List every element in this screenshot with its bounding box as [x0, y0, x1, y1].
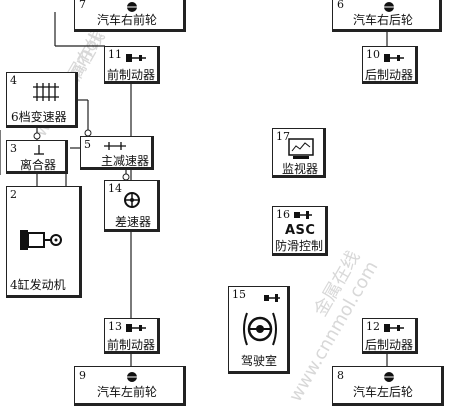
clutch-icon	[34, 145, 44, 155]
gearbox-icon	[33, 83, 59, 101]
block-number: 6	[337, 0, 344, 11]
wheel-icon	[384, 2, 394, 12]
block-monitor[interactable]: 17 监视器	[272, 128, 326, 178]
block-clutch[interactable]: 3 离合器	[6, 140, 68, 174]
block-front-brake-13[interactable]: 13 前制动器	[104, 318, 160, 354]
block-rear-brake-12[interactable]: 12 后制动器	[362, 318, 418, 354]
brake-icon	[264, 294, 280, 302]
brake-icon	[384, 54, 404, 62]
engine-icon	[20, 230, 62, 250]
block-label: 监视器	[282, 162, 319, 176]
block-left-front-wheel[interactable]: 9 汽车左前轮	[74, 366, 186, 406]
monitor-icon	[288, 138, 314, 159]
block-number: 4	[10, 74, 17, 87]
steering-wheel-icon	[243, 312, 277, 346]
block-number: 3	[10, 142, 17, 155]
block-number: 15	[232, 288, 246, 301]
block-number: 5	[84, 138, 91, 151]
block-label: 4缸发动机	[10, 278, 66, 292]
block-transmission[interactable]: 4 6档变速器	[6, 72, 78, 128]
block-number: 16	[276, 208, 290, 221]
block-number: 9	[79, 369, 86, 382]
block-label: 主减速器	[101, 154, 150, 168]
final-drive-icon	[104, 142, 126, 150]
block-label: 前制动器	[107, 68, 156, 82]
block-number: 10	[366, 48, 380, 61]
block-number: 8	[337, 369, 344, 382]
wheel-icon	[384, 372, 394, 382]
block-left-rear-wheel[interactable]: 8 汽车左后轮	[332, 366, 444, 406]
block-right-front-wheel[interactable]: 7 汽车右前轮	[74, 0, 186, 32]
block-label: 差速器	[115, 215, 152, 229]
block-rear-brake-10[interactable]: 10 后制动器	[362, 46, 418, 84]
block-number: 13	[108, 320, 122, 333]
wheel-icon	[127, 372, 137, 382]
block-number: 12	[366, 320, 380, 333]
brake-icon	[126, 324, 146, 332]
block-label: 前制动器	[107, 338, 156, 352]
block-label: 离合器	[20, 158, 57, 172]
block-number: 2	[10, 188, 17, 201]
block-label: 后制动器	[365, 68, 414, 82]
block-number: 14	[108, 182, 122, 195]
brake-icon	[384, 324, 404, 332]
asc-badge: ASC	[285, 223, 316, 238]
block-right-rear-wheel[interactable]: 6 汽车右后轮	[332, 0, 442, 32]
asc-icon	[294, 211, 312, 219]
block-label: 防滑控制	[275, 239, 324, 253]
block-anti-slip-control[interactable]: 16 ASC 防滑控制	[272, 206, 328, 256]
block-cockpit[interactable]: 15 驾驶室	[228, 286, 290, 374]
block-number: 7	[79, 0, 86, 11]
wheel-icon	[127, 2, 137, 12]
block-differential[interactable]: 14 差速器	[104, 180, 160, 232]
block-label: 驾驶室	[241, 354, 278, 368]
differential-icon	[124, 192, 140, 208]
block-number: 11	[108, 48, 122, 61]
block-label: 汽车左前轮	[97, 385, 158, 399]
block-front-brake-11[interactable]: 11 前制动器	[104, 46, 160, 84]
block-number: 17	[276, 130, 290, 143]
block-label: 汽车右前轮	[97, 13, 158, 27]
block-label: 汽车右后轮	[353, 13, 414, 27]
block-label: 汽车左后轮	[353, 385, 414, 399]
block-label: 后制动器	[365, 338, 414, 352]
block-engine[interactable]: 2 4缸发动机	[6, 186, 82, 298]
brake-icon	[126, 54, 146, 62]
block-label: 6档变速器	[11, 110, 67, 124]
block-final-drive[interactable]: 5 主减速器	[80, 136, 154, 170]
